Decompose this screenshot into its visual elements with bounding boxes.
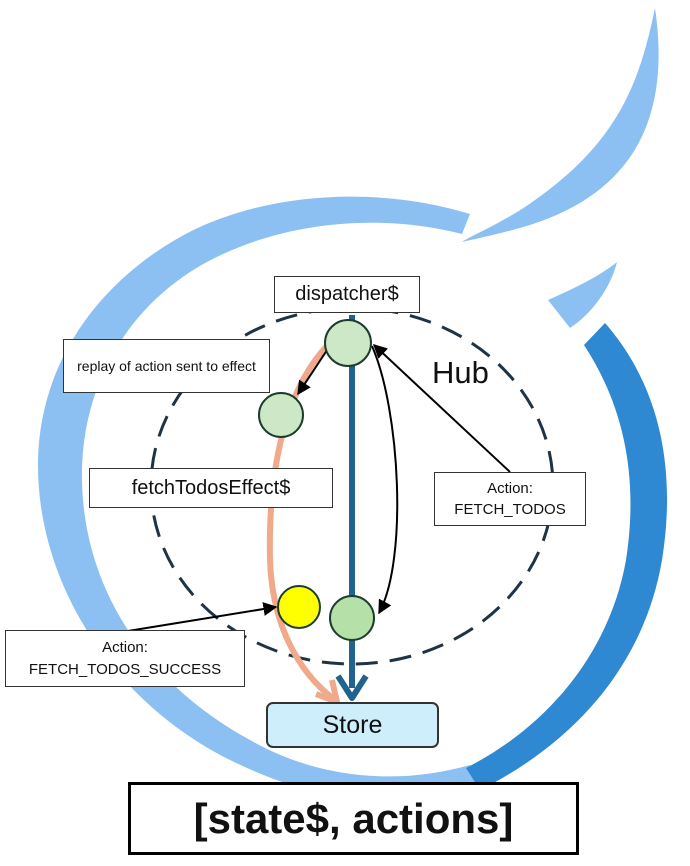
replayed-action-node [258,392,304,438]
fetch-action-line2: FETCH_TODOS [454,501,566,518]
success-action-pointer [127,602,278,632]
replay-note-box: replay of action sent to effect [63,339,270,393]
result-box: [state$, actions] [128,782,579,855]
logo-top-swoosh [462,8,659,242]
dispatcher-label-box: dispatcher$ [274,276,420,313]
fetch-action-box: Action: FETCH_TODOS [434,472,586,526]
store-box: Store [266,702,439,748]
fetch-action-line1: Action: [487,480,533,497]
store-label: Store [322,710,383,739]
stored-action-node [329,595,375,641]
action-loop-arrow [371,345,399,615]
success-action-node [277,585,321,629]
logo-dark-arc [466,323,668,790]
fetch-action-pointer [372,344,511,473]
dispatcher-label: dispatcher$ [295,283,399,305]
effect-label-box: fetchTodosEffect$ [89,468,333,508]
success-action-box: Action: FETCH_TODOS_SUCCESS [5,630,245,687]
result-label: [state$, actions] [193,794,514,842]
replay-note-text: replay of action sent to effect [77,358,256,374]
hub-label: Hub [432,355,489,390]
logo-wing [548,262,617,328]
success-action-line1: Action: [102,638,148,656]
dispatched-action-node [324,319,372,367]
success-action-line2: FETCH_TODOS_SUCCESS [28,660,222,678]
effect-label: fetchTodosEffect$ [131,476,291,499]
dispatcher-stream-arrowhead [335,674,369,701]
